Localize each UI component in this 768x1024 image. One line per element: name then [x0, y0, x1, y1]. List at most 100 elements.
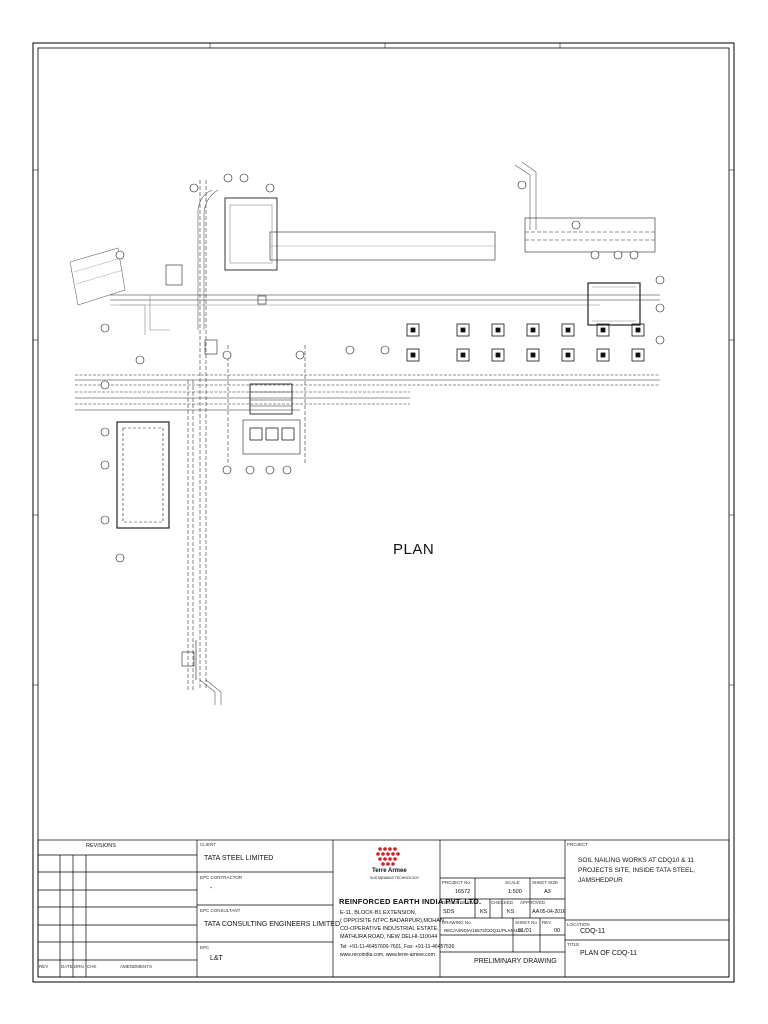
inner-frame [37, 47, 730, 978]
title-block-lines [37, 839, 730, 978]
pad-column [410, 327, 416, 333]
sheet-size-label: SHEET SIZE [532, 880, 559, 885]
checked-value: KS [507, 909, 515, 915]
pad-column [530, 327, 536, 333]
title-label: TITLE [567, 942, 580, 947]
grid-bubble [295, 350, 305, 360]
left-inclined-block [69, 247, 126, 306]
zone-ticks [33, 43, 734, 686]
foundation-pad [406, 323, 420, 337]
foundation-pad [456, 323, 470, 337]
right-pit [587, 282, 641, 326]
foundation-pads [406, 323, 645, 362]
approved-value: AA [532, 909, 540, 915]
contractor-value: - [210, 885, 213, 892]
pad-column [410, 352, 416, 358]
address-line-2: ( OPPOSITE NTPC BADARPUR),MOHAN [340, 918, 444, 924]
logo-text: Terre Armee [372, 868, 407, 874]
grid-bubble [222, 465, 232, 475]
pad-column [600, 352, 606, 358]
drawn-value: KS [480, 909, 488, 915]
grid-bubble [629, 250, 639, 260]
approved-label: APPROVED [520, 900, 546, 905]
foundation-pad [406, 348, 420, 362]
grid-bubble [655, 303, 665, 313]
grid-bubble [571, 220, 581, 230]
address-line-4: MATHURA ROAD, NEW DELHI-110044 [340, 934, 438, 940]
pad-column [565, 327, 571, 333]
grid-bubble [100, 515, 110, 525]
revisions-header: REVISIONS [86, 843, 116, 849]
pad-column [530, 352, 536, 358]
drawing-no-label: DRAWING No [442, 920, 471, 925]
outer-frame [32, 42, 735, 983]
design-value: SDS [443, 909, 455, 915]
grid-bubble [265, 465, 275, 475]
foundation-pad [491, 348, 505, 362]
grid-bubble [590, 250, 600, 260]
sheet-size: A3 [544, 889, 551, 895]
address-line-5: Tel: +91-11-46457600-7601, Fax: +91-11-4… [340, 944, 455, 950]
grid-bubbles [100, 173, 665, 563]
foundation-pad [631, 323, 645, 337]
pad-column [635, 327, 641, 333]
address-line-1: E-11, BLOCK-B1 EXTENSION, [340, 910, 417, 916]
pad-column [600, 327, 606, 333]
grid-bubble [222, 350, 232, 360]
foundation-pad [596, 348, 610, 362]
logo-tagline: SUSTAINABLE TECHNOLOGY [370, 876, 420, 880]
client-name: TATA STEEL LIMITED [204, 855, 274, 862]
scale-label: SCALE [505, 880, 520, 885]
foundation-pad [596, 323, 610, 337]
grid-bubble [100, 380, 110, 390]
foundation-pad [491, 323, 505, 337]
pad-column [460, 327, 466, 333]
grid-bubble [189, 183, 199, 193]
grid-bubble [613, 250, 623, 260]
project-label: PROJECT [567, 842, 589, 847]
plan-drawing [69, 161, 660, 705]
drawn-label: DRAWN [460, 900, 477, 905]
rev-label: REV [542, 920, 552, 925]
preliminary-status: PRELIMINARY DRAWING [474, 958, 557, 965]
address-line-3: CO-OPERATIVE INDUSTRIAL ESTATE, [340, 926, 439, 932]
pad-column [635, 352, 641, 358]
sheet-no-label: SHEET No [515, 920, 537, 925]
design-label: DESIGN [442, 900, 460, 905]
checked-label: CHECKED [491, 900, 514, 905]
grid-bubble [380, 345, 390, 355]
epc-label: EPC [200, 945, 210, 950]
right-shed [524, 217, 656, 253]
grid-bubble [655, 335, 665, 345]
client-label: CLIENT [200, 842, 217, 847]
plan-title: PLAN [393, 541, 435, 558]
grid-bubble [100, 460, 110, 470]
grid-bubble [517, 180, 527, 190]
approval-date: 05-04-2016 [540, 909, 566, 915]
grid-bubble [135, 355, 145, 365]
grid-bubble [655, 275, 665, 285]
grid-bubble [115, 250, 125, 260]
sheet-no: 01/01 [518, 928, 532, 934]
foundation-pad [561, 348, 575, 362]
grid-bubble [223, 173, 233, 183]
foundation-pad [456, 348, 470, 362]
grid-bubble [115, 553, 125, 563]
grid-bubble [100, 427, 110, 437]
pad-column [565, 352, 571, 358]
pad-column [495, 327, 501, 333]
consultant-name: TATA CONSULTING ENGINEERS LIMITED [204, 921, 340, 928]
date-col: DATE [61, 964, 73, 969]
left-pit [116, 421, 170, 529]
foundation-pad [526, 348, 540, 362]
drn-col: DRN [74, 964, 84, 969]
location-label: LOCATION [567, 922, 590, 927]
pad-column [460, 352, 466, 358]
pad-column [495, 352, 501, 358]
chk-col: CHK [87, 964, 97, 969]
contractor-label: EPC CONTRACTOR [200, 875, 243, 880]
drawing-title: PLAN OF CDQ-11 [580, 950, 638, 957]
grid-bubble [239, 173, 249, 183]
project-name: SOIL NAILING WORKS AT CDQ10 & 11 PROJECT… [578, 857, 695, 884]
